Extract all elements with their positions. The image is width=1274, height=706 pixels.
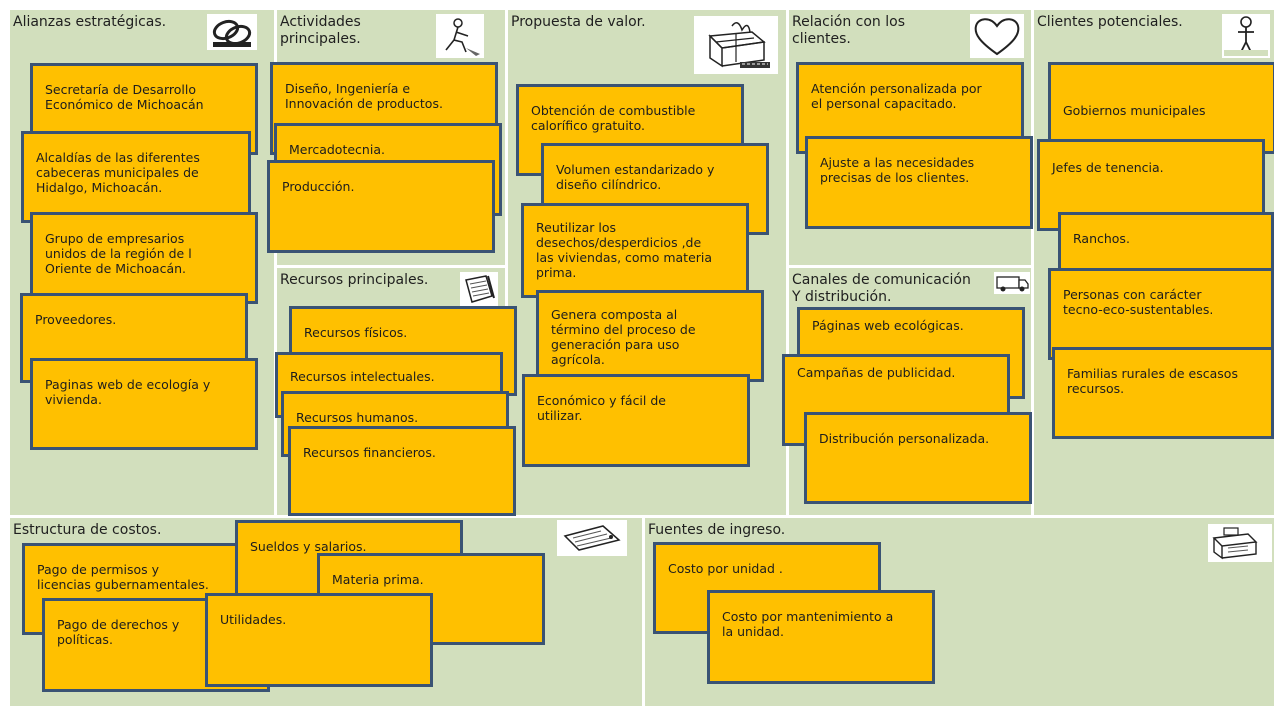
note-ingresos-2: Costo por mantenimiento a la unidad. [707, 590, 935, 684]
note-propuesta-5: Económico y fácil de utilizar. [522, 374, 750, 467]
note-propuesta-3: Reutilizar los desechos/desperdicios ,de… [521, 203, 749, 298]
note-actividades-3: Producción. [267, 160, 495, 253]
heart-icon [970, 14, 1024, 58]
note-alianzas-5: Paginas web de ecología y vivienda. [30, 358, 258, 450]
truck-icon [994, 272, 1030, 294]
note-propuesta-4: Genera composta al término del proceso d… [536, 290, 764, 382]
cash-register-icon [1208, 524, 1272, 562]
note-recursos-4: Recursos financieros. [288, 426, 516, 516]
panel-title-canales: Canales de comunicación Y distribución. [792, 272, 971, 305]
panel-title-ingresos: Fuentes de ingreso. [648, 522, 786, 538]
panel-title-costos: Estructura de costos. [13, 522, 162, 538]
note-clientes-1: Gobiernos municipales [1048, 62, 1274, 154]
panel-title-actividades: Actividades principales. [280, 14, 361, 47]
note-clientes-3: Ranchos. [1058, 212, 1274, 272]
person-icon [1222, 14, 1270, 58]
price-tag-icon [557, 520, 627, 556]
note-clientes-4: Personas con carácter tecno-eco-sustenta… [1048, 268, 1274, 360]
chain-link-icon [207, 14, 257, 50]
note-alianzas-2: Alcaldías de las diferentes cabeceras mu… [21, 131, 251, 223]
panel-title-clientes: Clientes potenciales. [1037, 14, 1183, 30]
note-costos-5: Utilidades. [205, 593, 433, 687]
note-relacion-2: Ajuste a las necesidades precisas de los… [805, 136, 1033, 229]
note-canales-3: Distribución personalizada. [804, 412, 1032, 504]
worker-icon [436, 14, 484, 58]
note-alianzas-3: Grupo de empresarios unidos de la región… [30, 212, 258, 304]
panel-title-propuesta: Propuesta de valor. [511, 14, 646, 30]
notepad-icon [460, 272, 498, 306]
panel-title-recursos: Recursos principales. [280, 272, 429, 288]
panel-title-alianzas: Alianzas estratégicas. [13, 14, 167, 30]
panel-title-relacion: Relación con los clientes. [792, 14, 905, 47]
note-clientes-5: Familias rurales de escasos recursos. [1052, 347, 1274, 439]
gift-box-icon [694, 16, 778, 74]
